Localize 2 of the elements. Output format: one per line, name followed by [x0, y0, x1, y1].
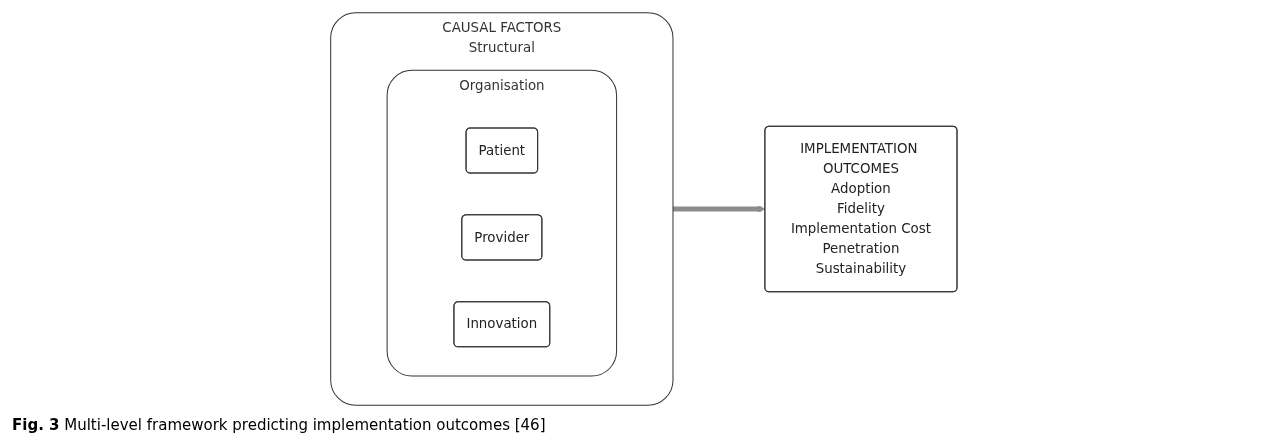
- arrow: [672, 205, 765, 213]
- figure-caption: Fig. 3 Multi-level framework predicting implementation outcomes [46]: [12, 415, 547, 436]
